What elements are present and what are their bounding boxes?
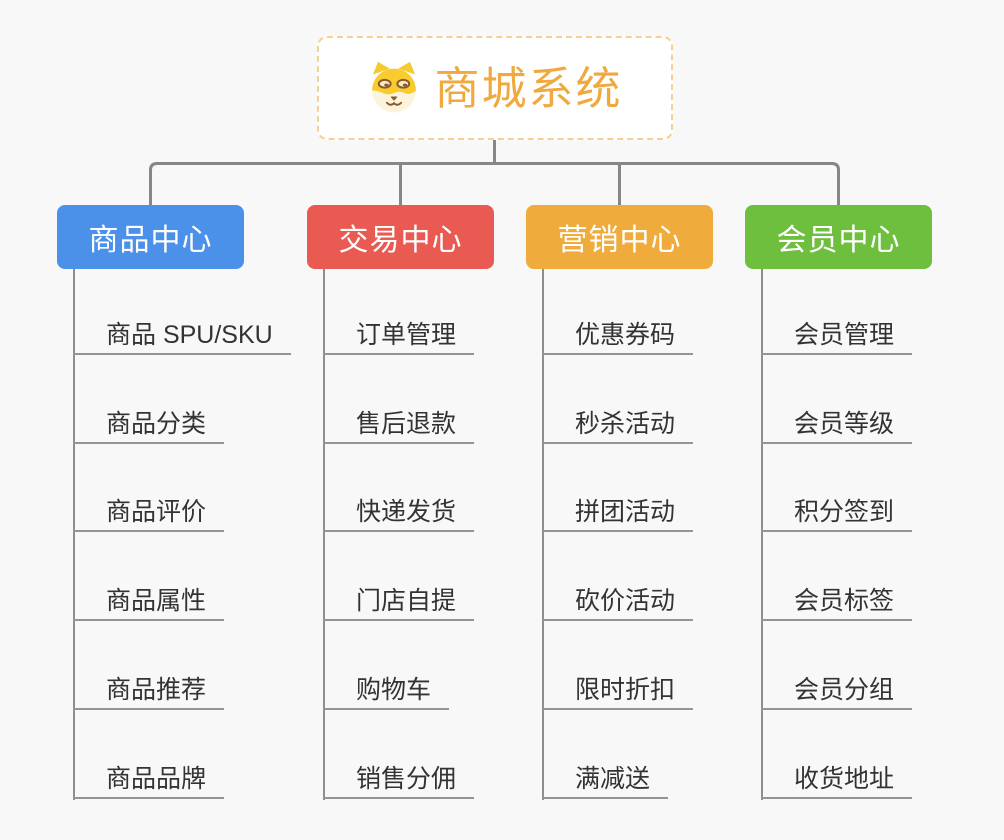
child-node[interactable]: 优惠券码 <box>542 317 694 355</box>
child-node[interactable]: 商品品牌 <box>73 761 225 799</box>
child-node[interactable]: 积分签到 <box>761 494 913 533</box>
branch-head[interactable]: 营销中心 <box>526 205 713 269</box>
child-node[interactable]: 购物车 <box>323 672 450 710</box>
child-node[interactable]: 售后退款 <box>323 406 475 444</box>
child-node[interactable]: 商品推荐 <box>73 672 225 710</box>
branch-member-center: 会员中心 会员管理会员等级积分签到会员标签会员分组收货地址 <box>745 0 1004 840</box>
child-node[interactable]: 拼团活动 <box>542 494 694 533</box>
child-node[interactable]: 会员标签 <box>761 583 913 622</box>
dog-face-icon <box>367 61 421 115</box>
child-node[interactable]: 满减送 <box>542 761 669 799</box>
child-node[interactable]: 砍价活动 <box>542 583 694 622</box>
child-node[interactable]: 会员等级 <box>761 406 913 444</box>
root-node[interactable]: 商城系统 <box>317 36 673 140</box>
child-node[interactable]: 门店自提 <box>323 583 475 622</box>
child-node[interactable]: 销售分佣 <box>323 761 475 799</box>
child-node[interactable]: 商品属性 <box>73 583 225 622</box>
child-node[interactable]: 订单管理 <box>323 317 475 355</box>
branch-marketing-center: 营销中心 优惠券码秒杀活动拼团活动砍价活动限时折扣满减送 <box>526 0 786 840</box>
child-node[interactable]: 秒杀活动 <box>542 406 694 444</box>
child-node[interactable]: 商品分类 <box>73 406 225 444</box>
branch-head[interactable]: 交易中心 <box>307 205 494 269</box>
branch-product-center: 商品中心 商品 SPU/SKU 商品分类商品评价商品属性商品推荐商品品牌 <box>57 0 317 840</box>
root-title: 商城系统 <box>434 62 623 114</box>
branch-head[interactable]: 商品中心 <box>57 205 244 269</box>
child-node[interactable]: 限时折扣 <box>542 672 694 710</box>
branch-child-line <box>73 269 75 800</box>
child-node[interactable]: 会员分组 <box>761 672 913 710</box>
branch-child-line <box>323 269 325 800</box>
child-node[interactable]: 商品评价 <box>73 494 225 533</box>
branch-head[interactable]: 会员中心 <box>745 205 932 269</box>
child-node[interactable]: 快递发货 <box>323 494 475 533</box>
child-node[interactable]: 收货地址 <box>761 761 913 799</box>
branch-trade-center: 交易中心 订单管理售后退款快递发货门店自提购物车销售分佣 <box>307 0 567 840</box>
child-node[interactable]: 商品 SPU/SKU <box>73 317 291 355</box>
child-node[interactable]: 会员管理 <box>761 317 913 355</box>
branch-child-line <box>542 269 544 800</box>
branch-child-line <box>761 269 763 800</box>
